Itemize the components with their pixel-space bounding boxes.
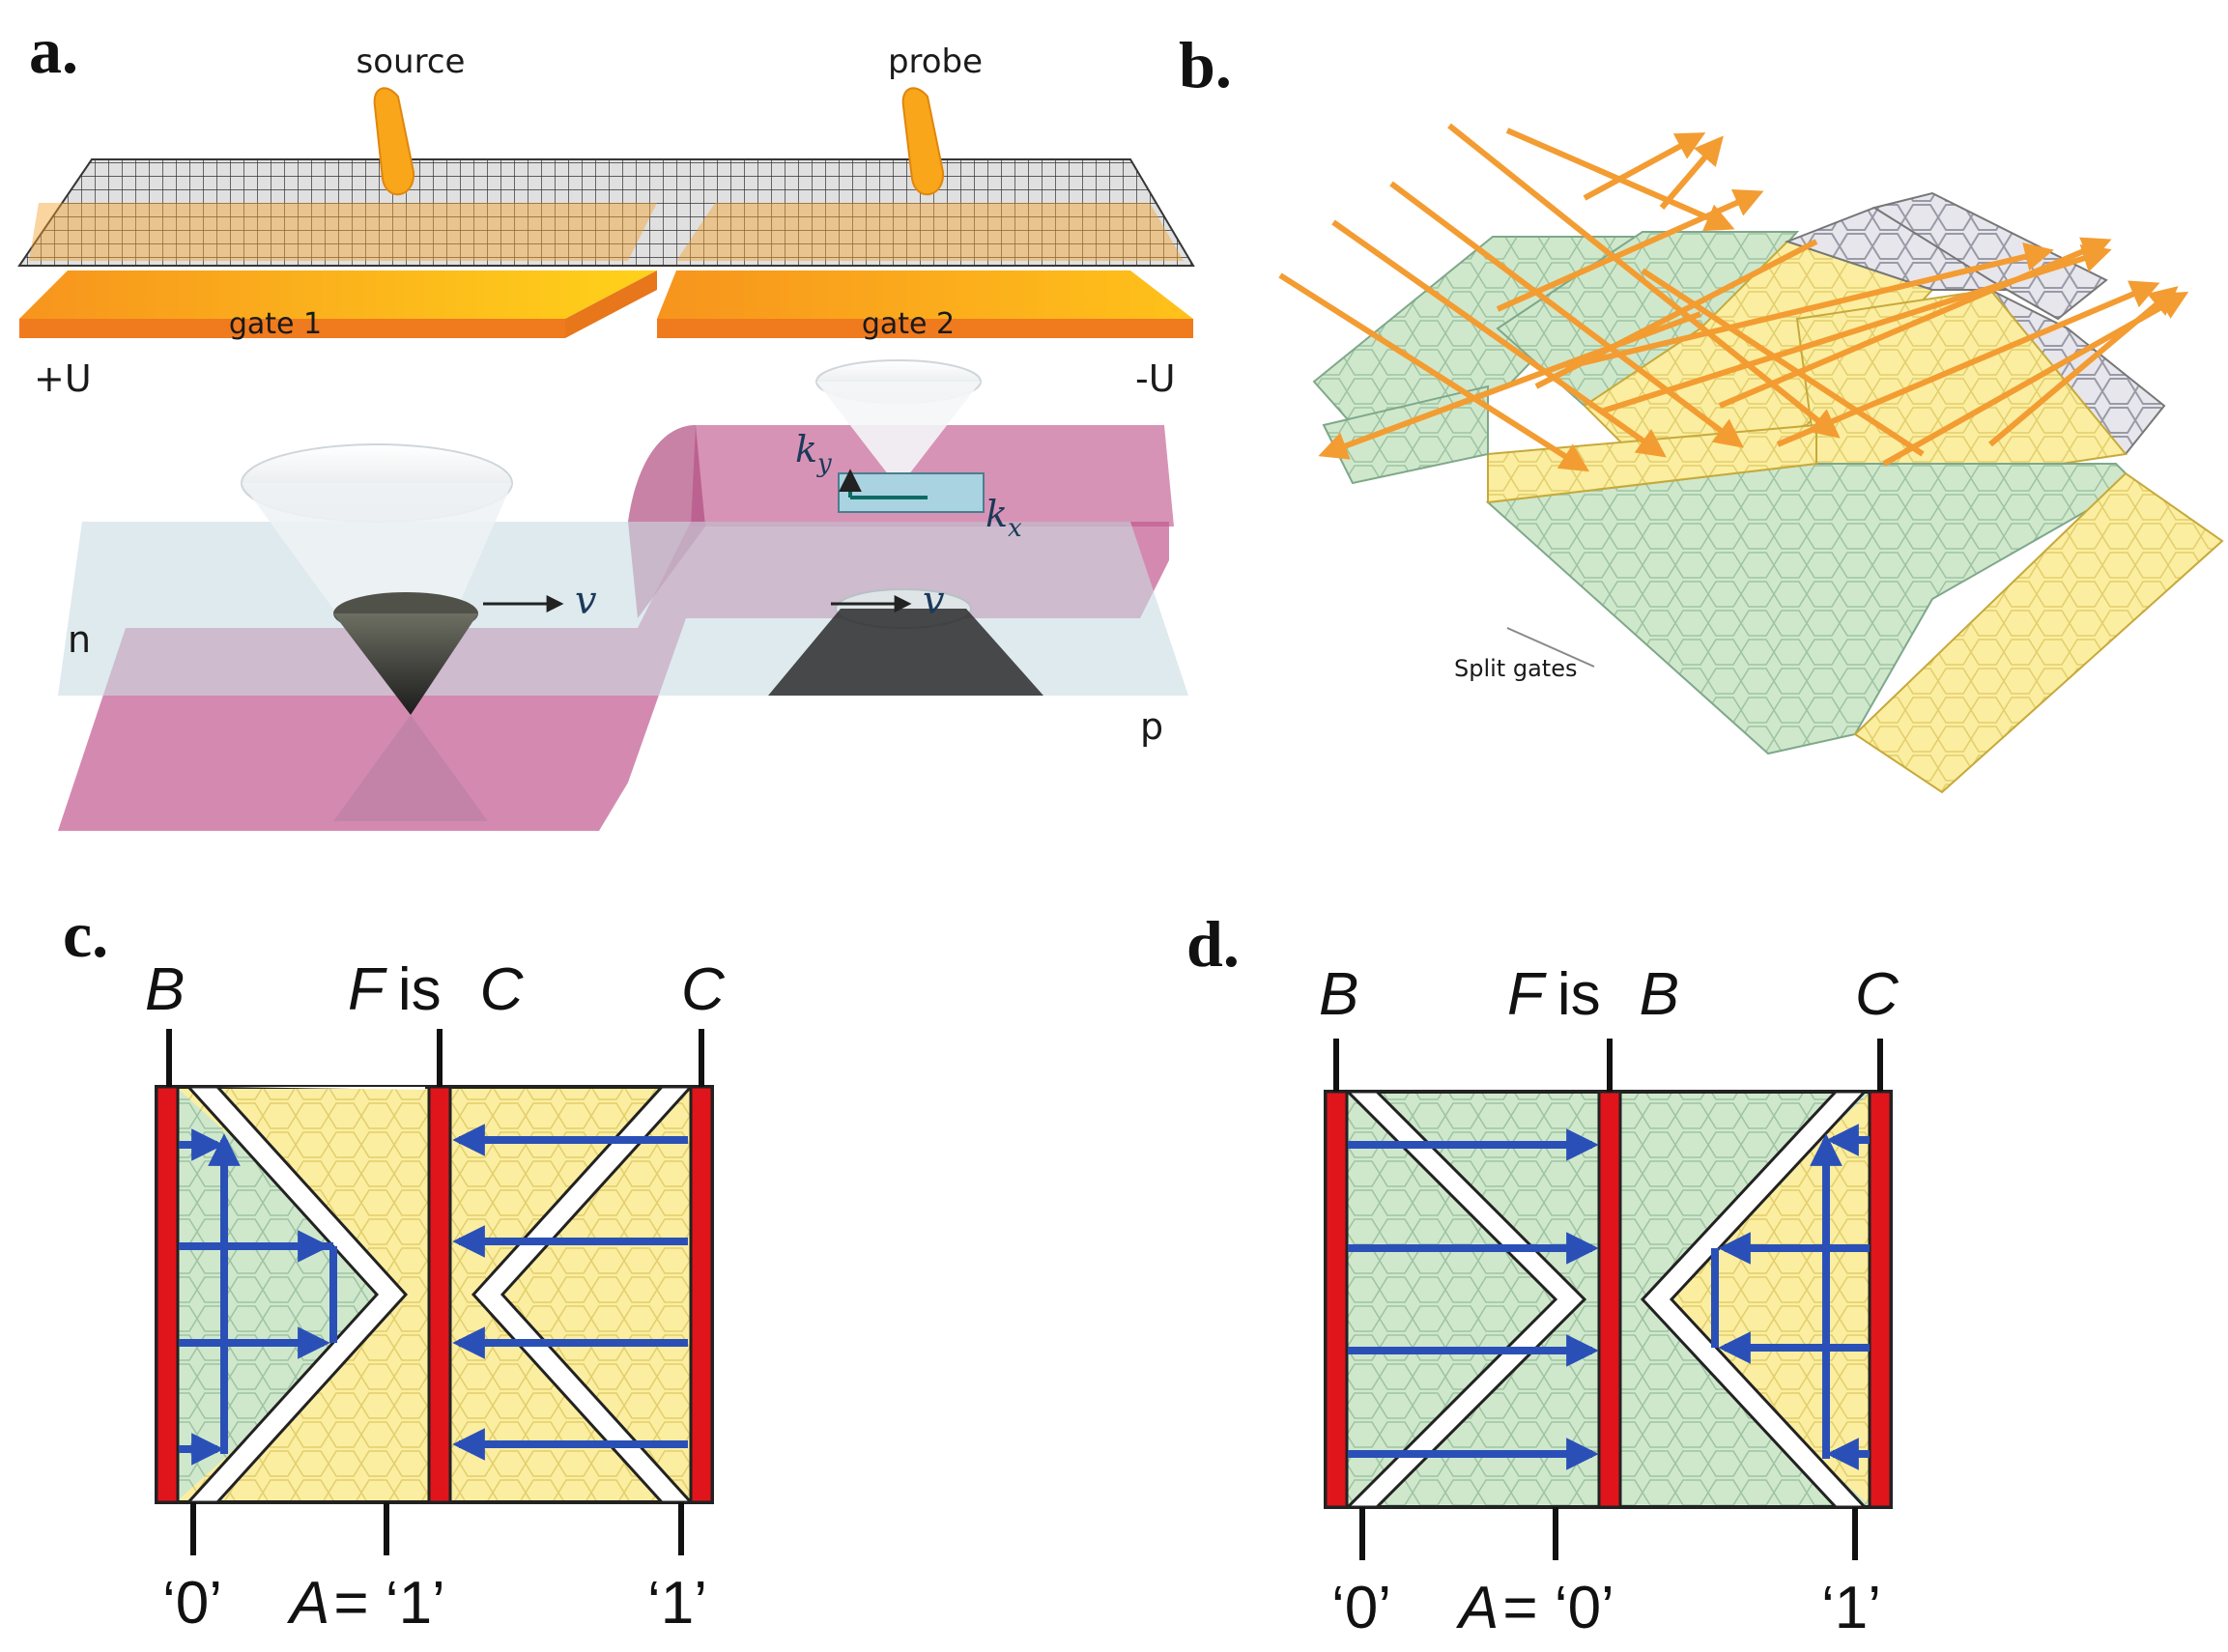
panel-a: a. gate 1 gate 2 source probe +U <box>17 14 1195 831</box>
source-tip: source <box>357 43 466 196</box>
panel-c: c. <box>63 897 726 1637</box>
d-label-one: ‘1’ <box>1821 1575 1881 1641</box>
p-label: p <box>1140 705 1163 748</box>
c-electrode-left <box>155 1085 180 1504</box>
split-gates-label: Split gates <box>1454 655 1577 682</box>
panel-b: b. <box>1179 28 2224 794</box>
probe-tip: probe <box>888 43 983 196</box>
probe-label: probe <box>888 43 983 81</box>
c-electrode-right <box>689 1085 714 1504</box>
panel-c-letter: c. <box>63 897 108 971</box>
velocity-label-left: v <box>575 579 597 623</box>
gate-1: gate 1 <box>19 271 657 341</box>
kx-label: kx <box>985 493 1022 543</box>
ky-label: ky <box>795 428 832 478</box>
c-label-a-eq-1: A= ‘1’ <box>286 1570 445 1637</box>
graphene-sheet <box>17 158 1195 267</box>
panel-d-letter: d. <box>1186 907 1240 981</box>
gate-1-label: gate 1 <box>229 307 322 341</box>
panel-b-letter: b. <box>1179 28 1232 101</box>
d-right-chevron-gap <box>1640 1090 1869 1509</box>
c-label-c: C <box>681 956 726 1023</box>
gate-2-label: gate 2 <box>862 307 955 341</box>
electron-rays <box>1278 123 2189 472</box>
green-tile-lower <box>1485 463 2137 755</box>
gate-2: gate 2 <box>657 271 1193 341</box>
d-blue-arrows <box>1348 1124 1870 1470</box>
d-electrode-right <box>1868 1090 1893 1509</box>
velocity-label-right: v <box>923 579 945 623</box>
minus-u-label: -U <box>1135 357 1176 400</box>
c-green-region <box>176 1087 406 1502</box>
c-right-chevron-gap <box>471 1085 695 1504</box>
d-yellow-region <box>1642 1092 1871 1507</box>
c-blue-arrows <box>179 1124 688 1466</box>
panel-d: d. B <box>1186 907 1900 1641</box>
n-label: n <box>68 618 91 661</box>
c-label-one: ‘1’ <box>647 1570 707 1637</box>
source-label: source <box>357 43 466 81</box>
k-space-box <box>838 472 985 513</box>
d-electrode-middle <box>1597 1090 1622 1509</box>
yellow-tile-lower <box>1853 471 2224 794</box>
dirac-cone-left <box>241 443 513 821</box>
panel-a-letter: a. <box>29 14 78 87</box>
c-electrode-middle <box>427 1085 452 1504</box>
c-label-b: B <box>145 956 185 1023</box>
c-label-zero: ‘0’ <box>162 1570 222 1637</box>
plus-u-label: +U <box>34 357 92 400</box>
d-label-zero: ‘0’ <box>1331 1575 1391 1641</box>
d-label-c: C <box>1855 961 1900 1028</box>
d-label-a-eq-0: A= ‘0’ <box>1455 1575 1614 1641</box>
d-label-b: B <box>1319 961 1358 1028</box>
d-left-chevron-gap <box>1344 1090 1587 1509</box>
d-electrode-left <box>1324 1090 1349 1509</box>
